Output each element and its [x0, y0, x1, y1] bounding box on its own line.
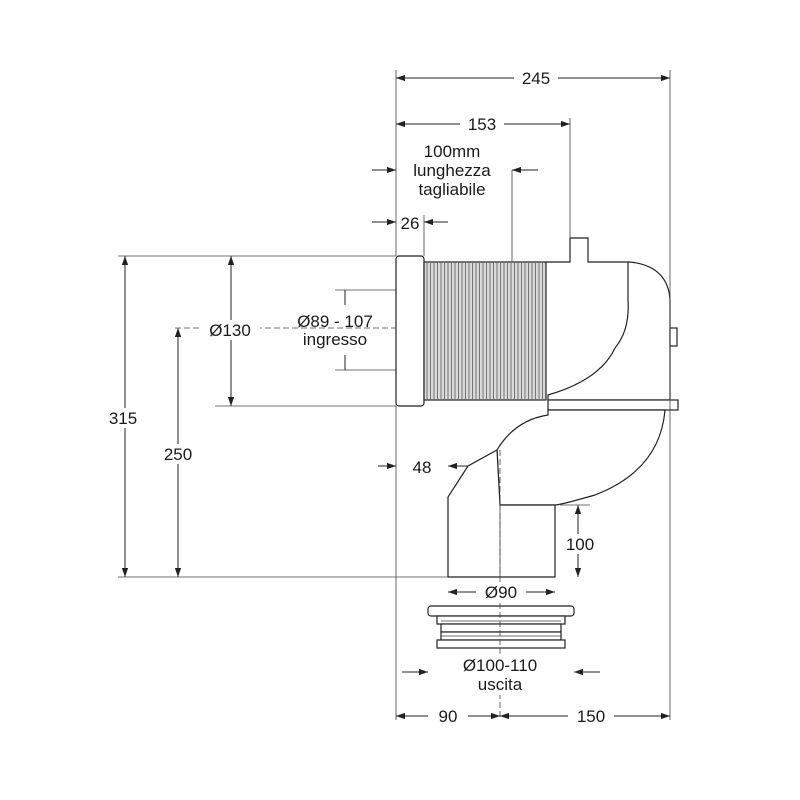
width-to-outlet-label: 153 — [468, 115, 496, 134]
inlet-diameter-line1: Ø89 - 107 — [297, 312, 373, 331]
total-height-label: 315 — [109, 409, 137, 428]
elbow-side-lug — [669, 327, 678, 347]
overall-width-label: 245 — [522, 69, 550, 88]
outlet-seal-line1: Ø100-110 — [463, 656, 537, 675]
elbow-upper — [546, 237, 671, 401]
elbow-bend — [496, 409, 666, 506]
bottom-right-label: 150 — [577, 707, 605, 726]
outlet-diameter-label: Ø90 — [485, 583, 517, 602]
cuttable-length-line2: lunghezza — [413, 161, 491, 180]
inlet-axis-height-label: 250 — [164, 445, 192, 464]
pan-connector-body — [175, 237, 679, 720]
inlet-outer-diameter-label: Ø130 — [209, 321, 251, 340]
inlet-diameter-line2: ingresso — [303, 330, 367, 349]
bottom-left-label: 90 — [439, 707, 458, 726]
outlet-seal — [427, 605, 575, 649]
outlet-offset-label: 48 — [413, 458, 432, 477]
flexible-corrugated-section — [423, 261, 547, 401]
cuttable-length-line1: 100mm — [424, 142, 481, 161]
extension-lines — [118, 70, 671, 720]
outlet-spigot — [447, 449, 556, 578]
outlet-seal-line2: uscita — [478, 675, 523, 694]
elbow-ring — [547, 399, 679, 411]
cuttable-length-line3: tagliabile — [418, 180, 485, 199]
inlet-collar — [395, 255, 425, 407]
outlet-spigot-height-label: 100 — [566, 535, 594, 554]
corrugation-ribs — [426, 263, 543, 399]
inlet-collar-length-label: 26 — [401, 214, 420, 233]
